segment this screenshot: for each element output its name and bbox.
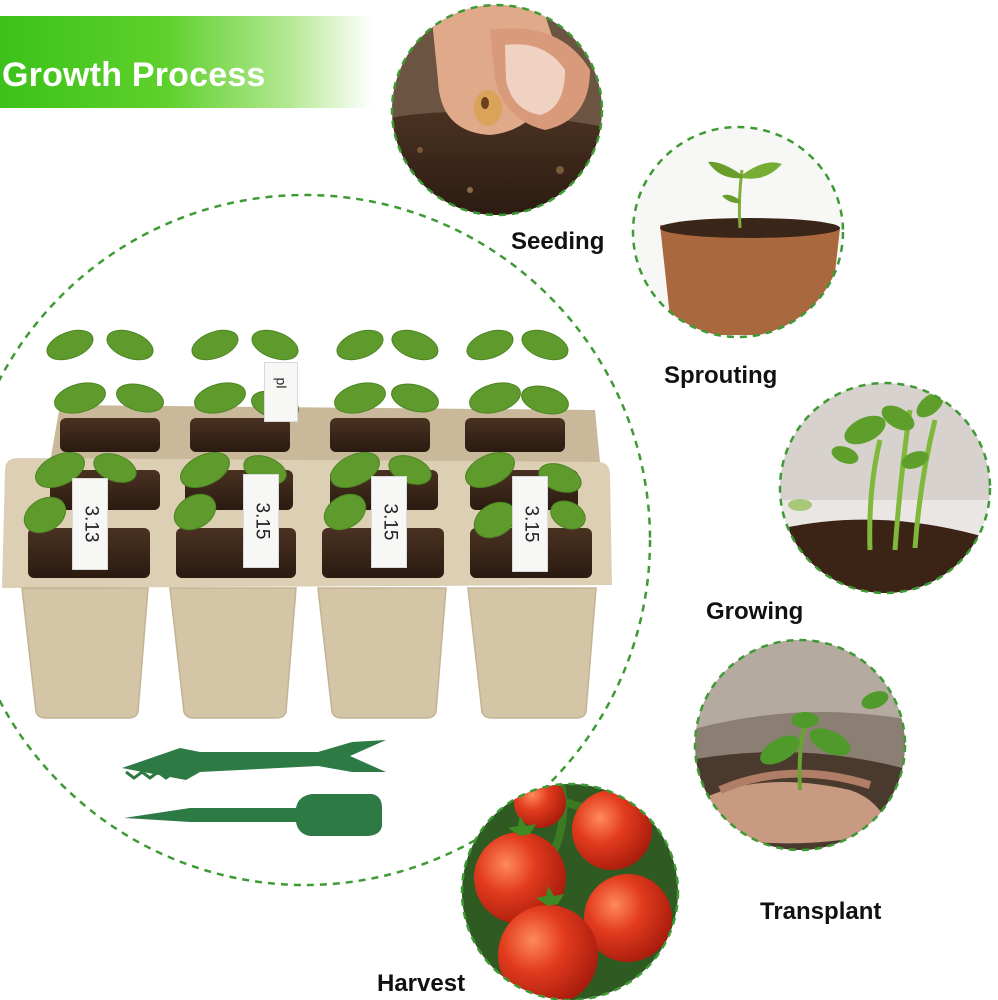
tray-tag-4-text: 3.15 [520, 505, 542, 543]
tray-tag-3: 3.15 [371, 476, 407, 568]
sprouting-photo [633, 127, 843, 337]
harvest-photo [462, 784, 678, 1000]
transplant-photo [695, 640, 905, 850]
stage-label-transplant: Transplant [760, 898, 882, 925]
growing-photo [780, 383, 990, 593]
banner-title: Growth Process [2, 56, 266, 94]
tray-tag-1-text: 3.13 [80, 505, 102, 543]
stage-label-sprouting: Sprouting [664, 362, 778, 389]
tray-tag-2: 3.15 [243, 474, 279, 568]
seeding-photo [392, 5, 602, 215]
stage-label-harvest: Harvest [377, 970, 466, 997]
tray-tag-2-text: 3.15 [251, 502, 273, 540]
growth-process-banner: Growth Process [0, 16, 372, 108]
tray-tag-partial: pl [264, 362, 298, 422]
tray-tag-4: 3.15 [512, 476, 548, 572]
stage-label-growing: Growing [706, 598, 804, 625]
tray-dashed-circle [0, 193, 652, 887]
garden-tools [122, 740, 386, 836]
tray-tag-3-text: 3.15 [379, 503, 401, 541]
stage-label-seeding: Seeding [511, 228, 605, 255]
tray-tag-partial-text: pl [273, 377, 289, 389]
seedling-tray [2, 329, 612, 719]
tray-tag-1: 3.13 [72, 478, 108, 570]
